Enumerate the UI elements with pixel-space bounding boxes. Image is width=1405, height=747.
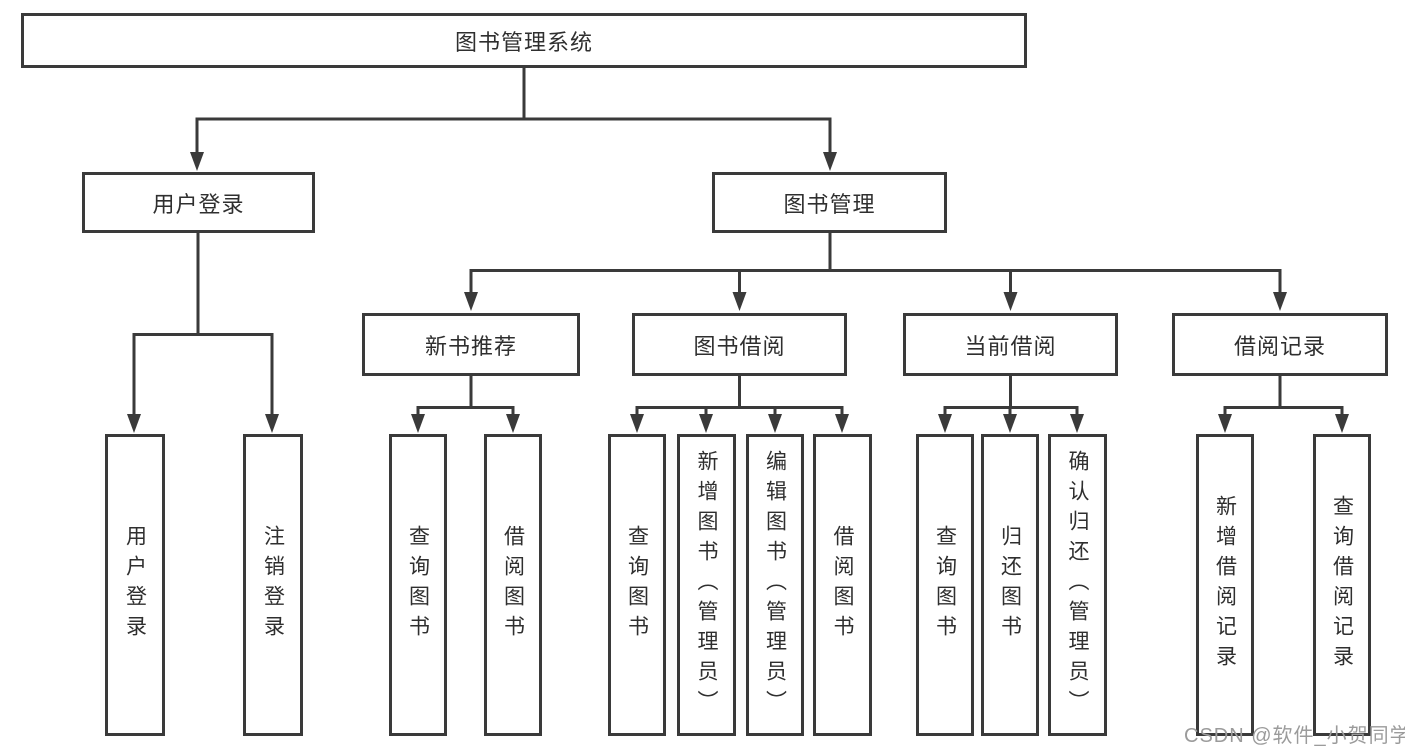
leaf-user-login: 用户登录 <box>105 434 165 736</box>
leaf-query-books-2: 查询图书 <box>608 434 666 736</box>
leaf-add-book-admin: 新增图书（管理员） <box>677 434 736 736</box>
leaf-return-book: 归还图书 <box>981 434 1039 736</box>
leaf-query-books-3: 查询图书 <box>916 434 974 736</box>
node-new-book-recommend: 新书推荐 <box>362 313 580 376</box>
leaf-query-borrow-record: 查询借阅记录 <box>1313 434 1371 736</box>
node-current-borrow: 当前借阅 <box>903 313 1118 376</box>
node-book-management: 图书管理 <box>712 172 947 233</box>
leaf-confirm-return-admin: 确认归还（管理员） <box>1048 434 1107 736</box>
leaf-borrow-books-1: 借阅图书 <box>484 434 542 736</box>
leaf-logout: 注销登录 <box>243 434 303 736</box>
node-book-borrow: 图书借阅 <box>632 313 847 376</box>
leaf-query-books-1: 查询图书 <box>389 434 447 736</box>
leaf-borrow-books-2: 借阅图书 <box>813 434 872 736</box>
node-borrow-records: 借阅记录 <box>1172 313 1388 376</box>
node-library-management-system: 图书管理系统 <box>21 13 1027 68</box>
csdn-watermark: CSDN @软件_小贺同学 <box>1184 725 1405 747</box>
leaf-edit-book-admin: 编辑图书（管理员） <box>746 434 804 736</box>
node-user-login: 用户登录 <box>82 172 315 233</box>
leaf-add-borrow-record: 新增借阅记录 <box>1196 434 1254 736</box>
